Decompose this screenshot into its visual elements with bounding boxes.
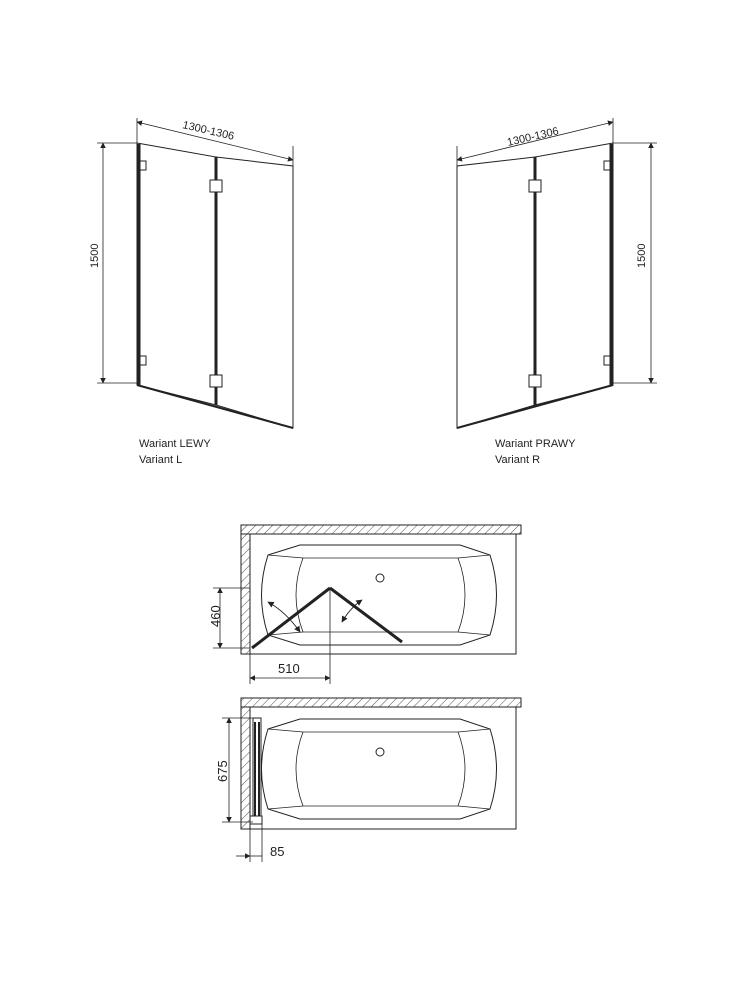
drain-icon	[375, 573, 385, 583]
open-depth-label: 460	[208, 605, 223, 627]
right-glass-panels	[456, 142, 614, 429]
hinge-icon	[139, 160, 147, 171]
left-variant-label-pl: Wariant LEWY	[139, 438, 211, 450]
hinge-icon	[209, 374, 223, 388]
hinge-icon	[528, 179, 542, 193]
hinge-icon	[603, 160, 611, 171]
left-variant-label-en: Variant L	[139, 454, 182, 466]
right-width-label: 1300-1306	[506, 125, 560, 149]
folded-panels	[249, 717, 263, 825]
wall-left-hatch	[240, 706, 251, 830]
swing-arrow-icon	[341, 599, 363, 623]
bathtub-outline	[249, 533, 517, 655]
panel-2	[329, 586, 403, 644]
right-variant-label-en: Variant R	[495, 454, 540, 466]
hinge-icon	[209, 179, 223, 193]
swing-arrow-icon	[267, 601, 301, 633]
bathtub-outline	[249, 706, 517, 830]
hinge-icon	[528, 374, 542, 388]
right-height-label: 1500	[636, 244, 648, 268]
bathtub-basin	[261, 718, 497, 820]
right-variant-label-pl: Wariant PRAWY	[495, 438, 576, 450]
left-height-label: 1500	[89, 244, 101, 268]
drain-icon	[375, 747, 385, 757]
left-glass-panels	[136, 142, 294, 429]
left-elevation: 1300-1306 1500 Wariant LEWY Variant L	[89, 118, 294, 466]
wall-left-hatch	[240, 533, 251, 655]
wall-top-hatch	[240, 524, 522, 535]
wall-top-hatch	[240, 697, 522, 708]
right-height-dimension: 1500	[613, 142, 657, 384]
bathtub-basin	[261, 544, 497, 646]
hinge-icon	[603, 355, 611, 366]
hinge-icon	[139, 355, 147, 366]
plan-view-folded: 675 85	[215, 697, 522, 862]
open-width-label: 510	[278, 661, 300, 676]
folded-width-label: 85	[270, 844, 284, 859]
plan-view-open: 460 510	[208, 524, 522, 684]
left-height-dimension: 1500	[89, 142, 137, 384]
right-elevation: 1300-1306 1500 Wariant PRAWY Variant R	[456, 118, 657, 466]
folded-depth-label: 675	[215, 760, 230, 782]
